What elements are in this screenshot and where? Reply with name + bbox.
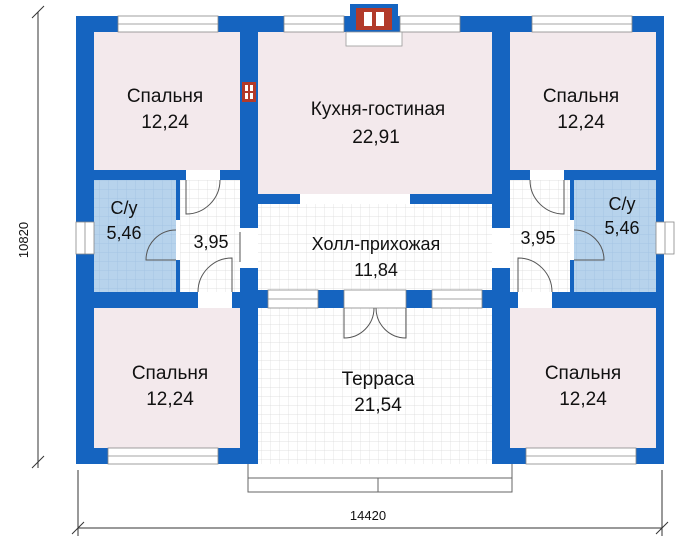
kitchen-area: 22,91	[352, 127, 400, 148]
corridor-left	[180, 180, 240, 292]
total-width-label: 14420	[350, 508, 386, 523]
bedroom-tr-area: 12,24	[557, 112, 605, 133]
terrace	[258, 308, 492, 464]
corridor-left-area: 3,95	[193, 232, 228, 252]
bedroom-top-right	[510, 32, 656, 170]
windows	[75, 15, 675, 465]
terrace-steps	[247, 461, 513, 493]
bath-right	[574, 180, 656, 292]
bedroom-br-area: 12,24	[559, 389, 607, 410]
corridor-right-area: 3,95	[520, 228, 555, 248]
bath-left	[94, 180, 176, 292]
terrace-opening	[258, 446, 492, 464]
total-height-label: 10820	[16, 222, 31, 258]
bath-right-name: С/у	[609, 194, 636, 214]
bedroom-br-name: Спальня	[545, 363, 621, 384]
bath-left-name: С/у	[111, 198, 138, 218]
terrace-name: Терраса	[342, 369, 415, 390]
vent-icon	[242, 82, 256, 102]
kitchen-living	[258, 32, 492, 194]
opening-left	[240, 228, 258, 268]
door-swings	[145, 179, 605, 339]
bedroom-bl-name: Спальня	[132, 363, 208, 384]
kitchen-name: Кухня-гостиная	[311, 99, 445, 120]
bedroom-bottom-left	[94, 308, 240, 448]
chimney-icon	[345, 4, 403, 47]
terrace-area: 21,54	[354, 395, 402, 416]
bath-left-area: 5,46	[106, 223, 141, 243]
corridor-right	[510, 180, 570, 292]
hall	[258, 204, 492, 290]
opening-right	[492, 228, 510, 268]
bedroom-tl-name: Спальня	[127, 86, 203, 107]
bath-right-area: 5,46	[604, 218, 639, 238]
hall-area: 11,84	[354, 260, 398, 280]
door-gaps	[176, 170, 574, 308]
dimension-lines	[31, 5, 669, 536]
bedroom-bl-area: 12,24	[146, 389, 194, 410]
hall-name: Холл-прихожая	[312, 234, 441, 254]
bedroom-bottom-right	[510, 308, 656, 448]
bedroom-top-left	[94, 32, 240, 170]
bedroom-tl-area: 12,24	[141, 112, 189, 133]
bedroom-tr-name: Спальня	[543, 86, 619, 107]
